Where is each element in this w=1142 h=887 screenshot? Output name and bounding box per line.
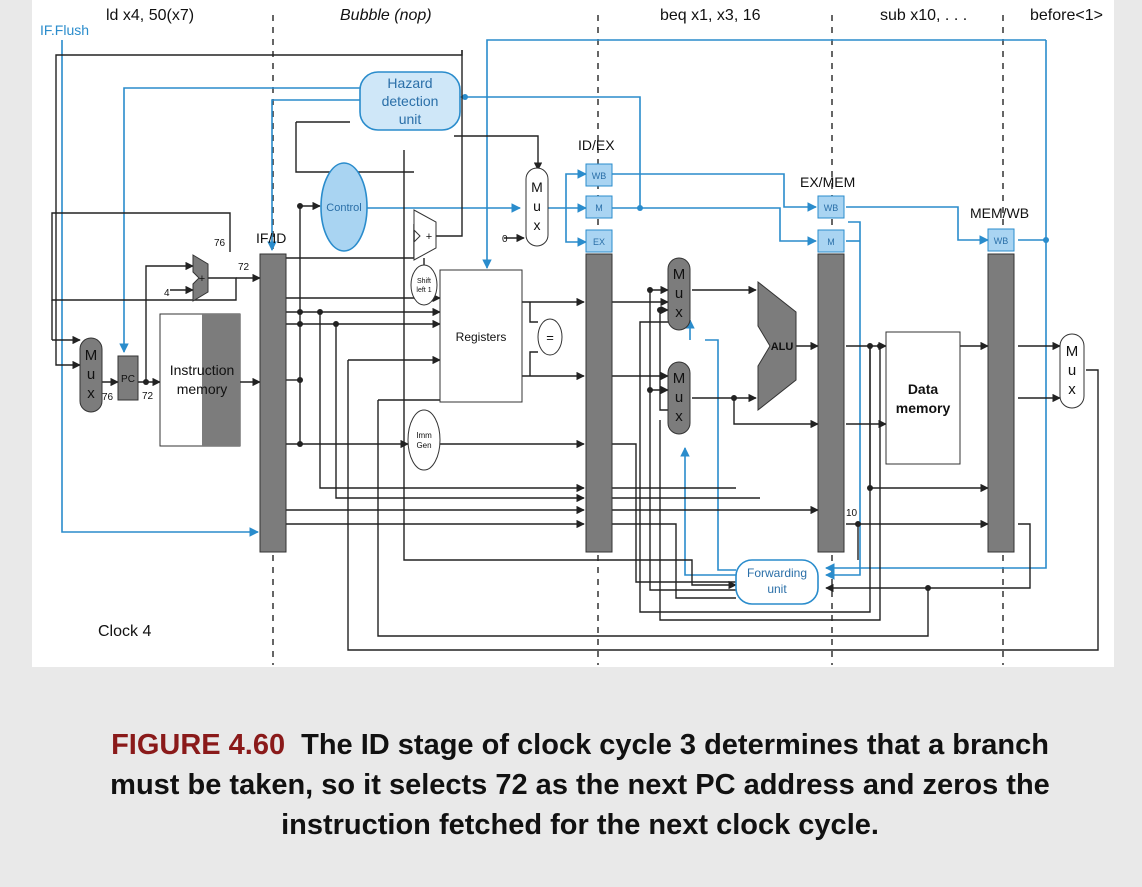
branch-target-value: 72 bbox=[238, 262, 250, 273]
clock-label: Clock 4 bbox=[98, 623, 151, 640]
svg-text:u: u bbox=[675, 285, 683, 302]
svg-text:memory: memory bbox=[177, 381, 228, 397]
svg-text:left 1: left 1 bbox=[416, 287, 431, 294]
hazard-detection-unit: Hazard detection unit bbox=[359, 71, 461, 131]
adder-out-value: 76 bbox=[214, 238, 226, 249]
alu-mux-a: M u x bbox=[667, 257, 691, 331]
svg-text:Instruction: Instruction bbox=[170, 362, 235, 378]
id-ex-register: ID/EX WB M EX bbox=[578, 137, 615, 553]
svg-text:x: x bbox=[675, 408, 683, 425]
svg-text:ID/EX: ID/EX bbox=[578, 137, 615, 153]
svg-text:M: M bbox=[595, 203, 603, 213]
svg-text:unit: unit bbox=[767, 582, 787, 596]
caption-text: The ID stage of clock cycle 3 determines… bbox=[110, 729, 1050, 841]
svg-text:WB: WB bbox=[592, 171, 607, 181]
svg-text:=: = bbox=[546, 330, 554, 345]
svg-text:x: x bbox=[1068, 381, 1076, 398]
control-wires bbox=[61, 39, 1047, 580]
ex-mem-register: EX/MEM WB M bbox=[800, 174, 855, 553]
ex-mem-rd-value: 10 bbox=[846, 508, 858, 519]
svg-text:x: x bbox=[675, 304, 683, 321]
svg-text:Imm: Imm bbox=[416, 431, 432, 440]
stage-ex-instruction: beq x1, x3, 16 bbox=[660, 7, 761, 24]
pc-register: PC bbox=[117, 355, 139, 401]
svg-text:Data: Data bbox=[908, 381, 939, 397]
pc-value: 72 bbox=[142, 391, 154, 402]
alu: ALU bbox=[757, 280, 797, 412]
svg-text:Gen: Gen bbox=[416, 441, 431, 450]
svg-text:MEM/WB: MEM/WB bbox=[970, 205, 1029, 221]
svg-text:PC: PC bbox=[121, 374, 135, 385]
svg-text:Shift: Shift bbox=[417, 278, 431, 285]
svg-text:u: u bbox=[87, 366, 95, 383]
svg-text:u: u bbox=[1068, 362, 1076, 379]
shift-left-unit: Shift left 1 bbox=[410, 264, 438, 306]
svg-text:memory: memory bbox=[896, 400, 951, 416]
svg-text:x: x bbox=[534, 217, 541, 233]
svg-text:+: + bbox=[199, 273, 205, 285]
svg-text:M: M bbox=[1066, 343, 1079, 360]
svg-text:u: u bbox=[675, 389, 683, 406]
imm-gen: Imm Gen bbox=[407, 409, 441, 471]
register-file: Registers bbox=[439, 269, 523, 403]
svg-text:WB: WB bbox=[994, 236, 1009, 246]
svg-text:Control: Control bbox=[326, 202, 361, 214]
writeback-mux: M u x bbox=[1059, 333, 1085, 409]
svg-text:M: M bbox=[673, 370, 686, 387]
svg-text:Forwarding: Forwarding bbox=[747, 566, 807, 580]
svg-text:WB: WB bbox=[824, 203, 839, 213]
svg-text:x: x bbox=[87, 385, 95, 402]
control-mux: M u x bbox=[525, 167, 549, 247]
stage-mem-instruction: sub x10, . . . bbox=[880, 7, 967, 24]
svg-text:M: M bbox=[531, 179, 543, 195]
svg-text:+: + bbox=[426, 231, 432, 243]
stage-wb-instruction: before<1> bbox=[1030, 7, 1103, 24]
figure-number: FIGURE 4.60 bbox=[111, 729, 286, 761]
data-memory: Data memory bbox=[885, 331, 961, 465]
svg-text:ALU: ALU bbox=[771, 341, 794, 353]
if-flush-label: IF.Flush bbox=[40, 22, 89, 38]
instruction-memory: Instruction memory bbox=[159, 313, 241, 447]
svg-text:EX/MEM: EX/MEM bbox=[800, 174, 855, 190]
stage-id-instruction: Bubble (nop) bbox=[340, 7, 432, 24]
svg-text:IF/ID: IF/ID bbox=[256, 230, 286, 246]
control-mux-zero: 0 bbox=[502, 234, 508, 245]
svg-text:u: u bbox=[533, 198, 541, 214]
svg-text:Hazard: Hazard bbox=[387, 75, 432, 91]
equal-comparator: = bbox=[537, 318, 563, 356]
svg-text:Registers: Registers bbox=[456, 330, 507, 344]
forwarding-unit: Forwarding unit bbox=[735, 559, 819, 605]
pc-adder: + bbox=[192, 254, 209, 302]
alu-mux-b: M u x bbox=[667, 361, 691, 435]
pipeline-diagram: ld x4, 50(x7) Bubble (nop) beq x1, x3, 1… bbox=[40, 7, 1103, 665]
svg-text:unit: unit bbox=[399, 111, 422, 127]
svg-text:EX: EX bbox=[593, 237, 605, 247]
pc-mux-value: 76 bbox=[102, 392, 114, 403]
mem-wb-register: MEM/WB WB bbox=[970, 205, 1029, 553]
svg-text:M: M bbox=[673, 266, 686, 283]
control-unit: Control bbox=[320, 162, 368, 252]
svg-text:M: M bbox=[85, 347, 98, 364]
svg-text:M: M bbox=[827, 237, 835, 247]
stage-if-instruction: ld x4, 50(x7) bbox=[106, 7, 194, 24]
svg-text:detection: detection bbox=[382, 93, 439, 109]
pc-mux: M u x bbox=[79, 337, 103, 413]
constant-four: 4 bbox=[164, 288, 170, 299]
branch-adder: + bbox=[413, 209, 437, 261]
if-id-register: IF/ID bbox=[256, 230, 287, 553]
